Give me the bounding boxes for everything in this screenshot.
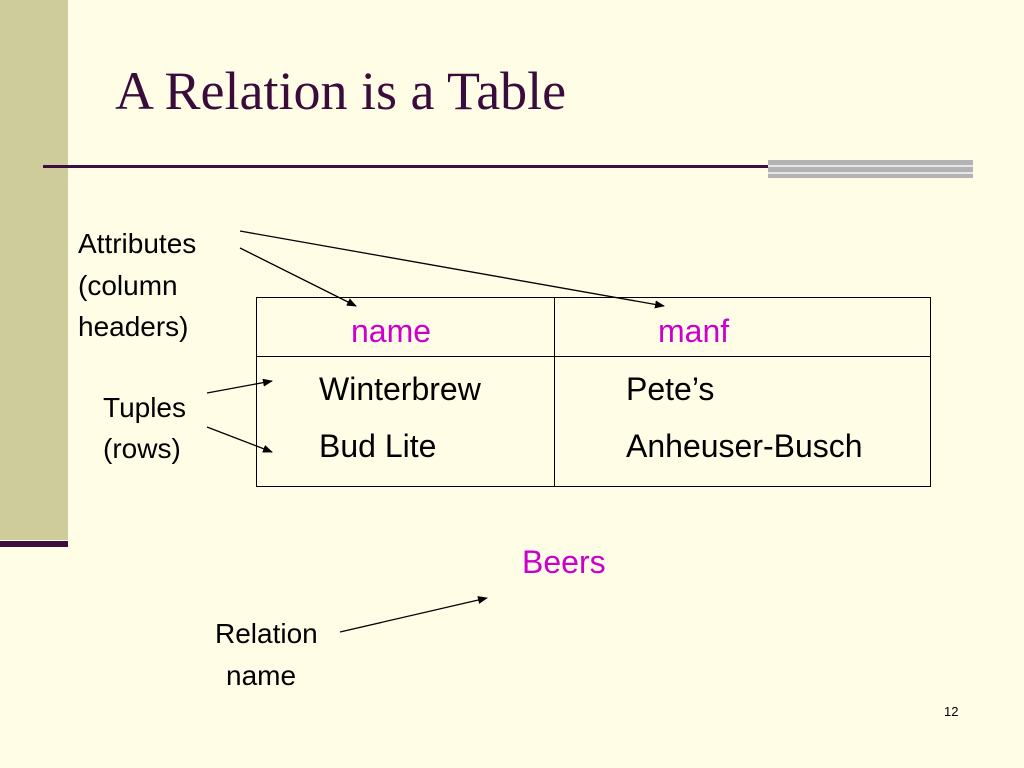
page-number: 12 [944, 704, 959, 719]
header-cell-manf: manf [658, 313, 730, 349]
title-underline [43, 165, 783, 168]
table-cell: Anheuser-Busch [626, 428, 863, 464]
relation-label-line-2: name [226, 660, 297, 691]
column-divider [554, 298, 555, 486]
sidebar-rule [0, 541, 68, 547]
table-cell: Winterbrew [319, 371, 481, 407]
relation-name-beers: Beers [522, 544, 606, 580]
attributes-label-line-3: headers) [78, 311, 189, 342]
header-row-divider [257, 356, 930, 357]
arrow-to-name-header [239, 247, 357, 307]
arrow-to-relation-name [339, 596, 488, 633]
table-cell: Pete’s [626, 371, 715, 407]
sidebar-band [0, 0, 68, 540]
attributes-label-line-2: (column [78, 270, 178, 301]
arrow-to-row-1 [206, 378, 273, 394]
header-cell-name: name [351, 313, 432, 349]
relation-label-line-1: Relation [215, 618, 318, 649]
arrow-to-manf-header [239, 230, 665, 309]
arrow-to-row-2 [206, 426, 273, 453]
slide-title: A Relation is a Table [115, 61, 567, 121]
tuples-label-line-2: (rows) [103, 433, 181, 464]
title-accent-bar [768, 160, 973, 178]
beers-table: name manf Winterbrew Pete’s Bud Lite Anh… [256, 297, 931, 487]
attributes-label-line-1: Attributes [78, 228, 197, 259]
table-cell: Bud Lite [319, 428, 437, 464]
tuples-label-line-1: Tuples [103, 392, 187, 423]
